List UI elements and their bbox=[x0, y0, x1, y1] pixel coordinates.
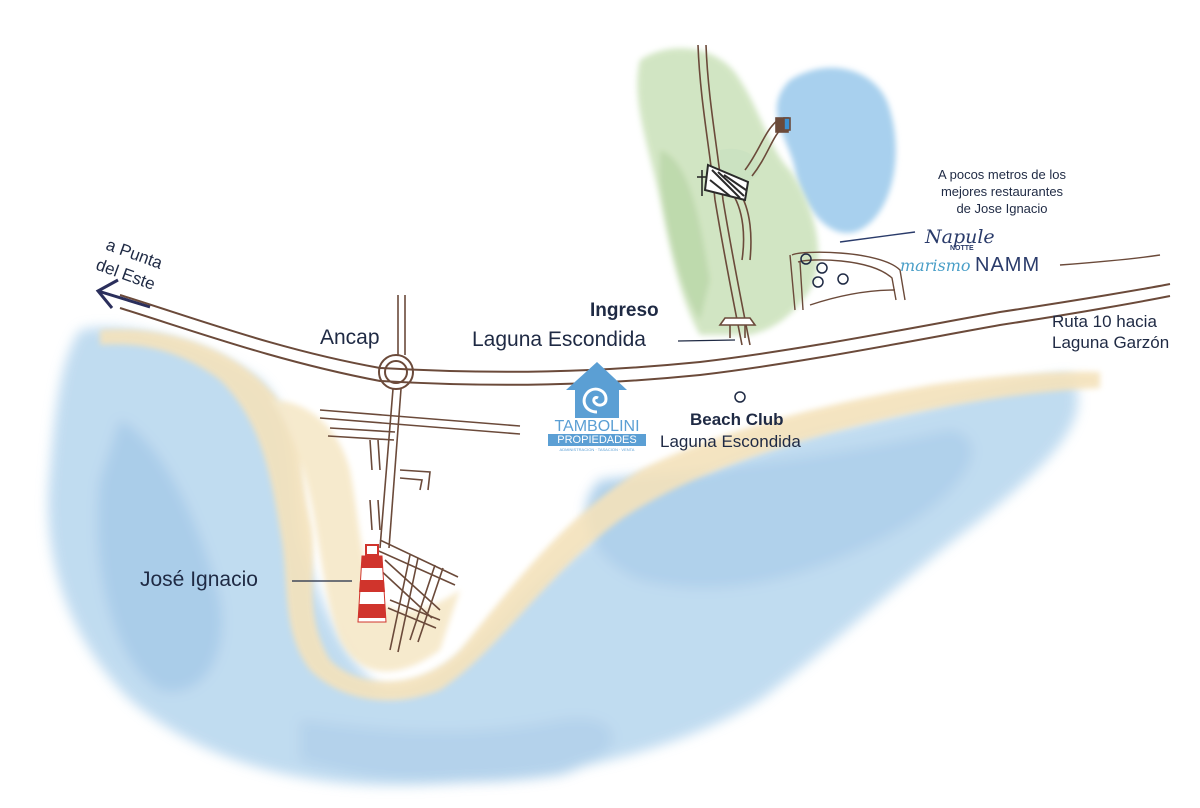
tambolini-logo-icon bbox=[566, 362, 627, 418]
tambolini-logo-tagline: ADMINISTRACION · TASACION · VENTA bbox=[559, 447, 635, 452]
namm-logo: NAMM bbox=[975, 254, 1041, 276]
label-restaurants-1: A pocos metros de los bbox=[938, 167, 1066, 182]
roundabout-ancap bbox=[378, 354, 414, 390]
beach-club-marker bbox=[734, 391, 746, 403]
arrow-punta-del-este bbox=[95, 278, 151, 309]
label-ruta-10-1: Ruta 10 hacia bbox=[1052, 312, 1157, 331]
label-restaurants-2: mejores restaurantes bbox=[940, 184, 1064, 199]
napule-logo: Napule bbox=[925, 226, 995, 248]
label-beach-club-laguna: Laguna Escondida bbox=[660, 432, 801, 451]
restaurant-roads bbox=[789, 231, 1161, 311]
label-ingreso: Ingreso bbox=[590, 300, 659, 321]
town-roads bbox=[319, 295, 521, 653]
restaurant-markers bbox=[800, 253, 849, 288]
sand-area bbox=[100, 329, 1100, 701]
marismo-logo: marismo bbox=[900, 256, 971, 275]
label-restaurants-3: de Jose Ignacio bbox=[956, 201, 1048, 216]
main-road bbox=[119, 283, 1171, 386]
ocean-area bbox=[48, 327, 1078, 786]
label-laguna-escondida-ingreso: Laguna Escondida bbox=[472, 328, 646, 351]
leader-lines bbox=[292, 339, 736, 582]
label-ancap: Ancap bbox=[320, 326, 380, 349]
tambolini-logo-sub: PROPIEDADES bbox=[548, 434, 646, 446]
lighthouse-icon bbox=[357, 544, 387, 623]
label-ruta-10-2: Laguna Garzón bbox=[1052, 333, 1170, 352]
napule-logo-sub: NOTTE bbox=[950, 245, 974, 252]
label-jose-ignacio: José Ignacio bbox=[140, 568, 258, 591]
label-beach-club: Beach Club bbox=[690, 410, 784, 429]
laguna-roads bbox=[697, 44, 791, 346]
tambolini-logo-name: TAMBOLINI bbox=[554, 418, 640, 435]
